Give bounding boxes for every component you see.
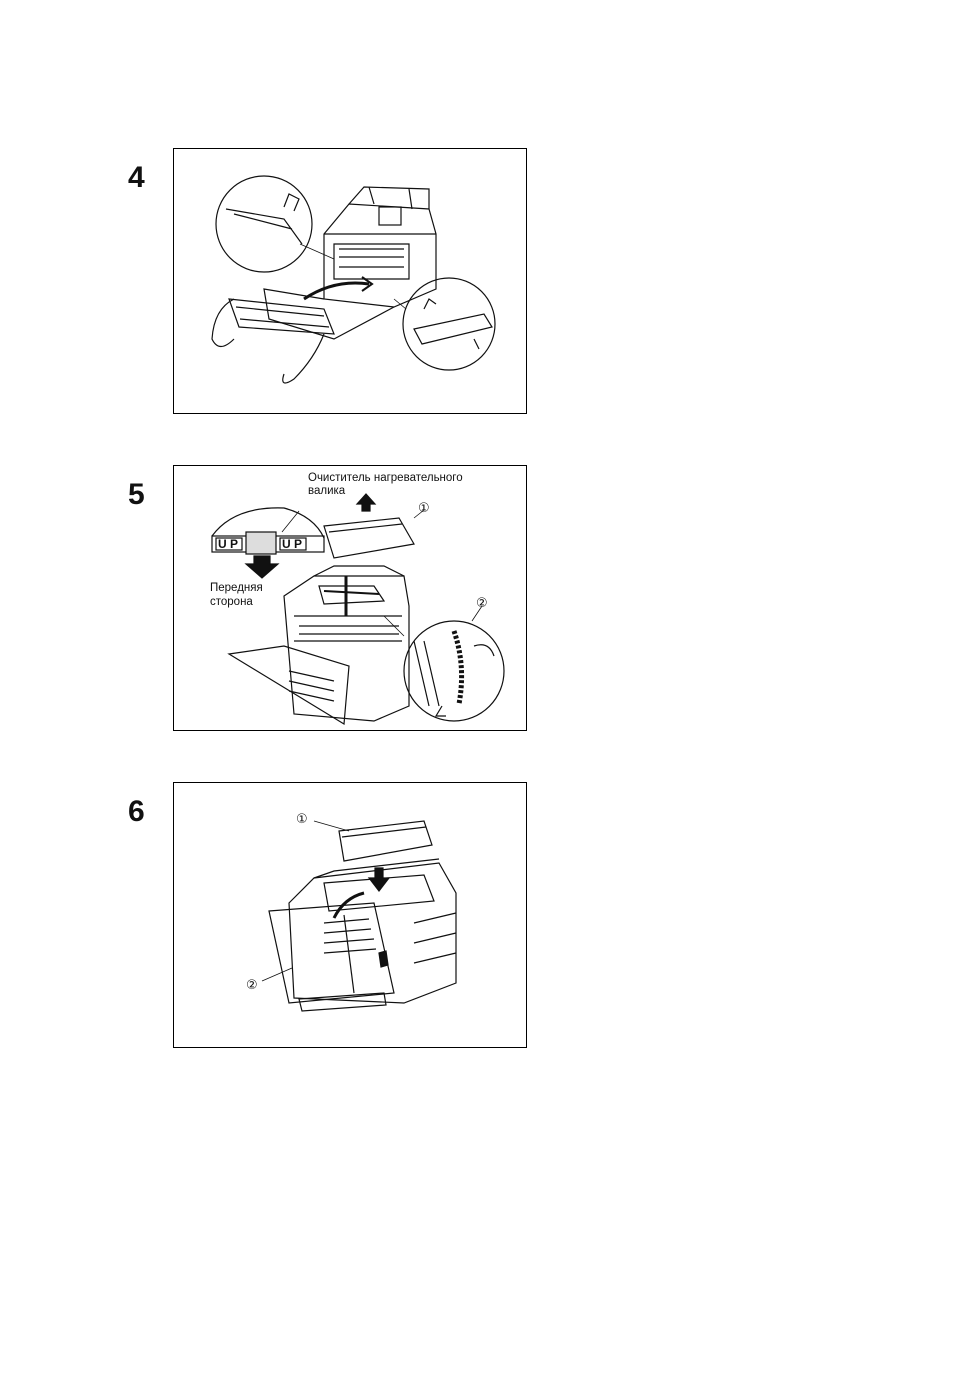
marker-2: ②: [246, 979, 258, 992]
fuser-cleaner-label-line2: валика: [308, 485, 345, 498]
marker-1: ①: [296, 813, 308, 826]
front-side-label-line2: сторона: [210, 596, 253, 609]
step-number-4: 4: [128, 163, 145, 193]
up-label-right: U P: [282, 538, 302, 551]
illustration-panel-step-5: Очиститель нагревательного валика Передн…: [173, 465, 527, 731]
up-label-left: U P: [218, 538, 238, 551]
close-cover-illustration: [174, 783, 528, 1049]
step-number-5: 5: [128, 480, 145, 510]
printer-drum-install-illustration: [174, 149, 528, 415]
marker-1: ①: [418, 502, 430, 515]
marker-2: ②: [476, 597, 488, 610]
illustration-panel-step-6: ① ②: [173, 782, 527, 1048]
fuser-cleaner-label-line1: Очиститель нагревательного: [308, 472, 463, 485]
front-side-label-line1: Передняя: [210, 582, 263, 595]
illustration-panel-step-4: [173, 148, 527, 414]
step-number-6: 6: [128, 797, 145, 827]
